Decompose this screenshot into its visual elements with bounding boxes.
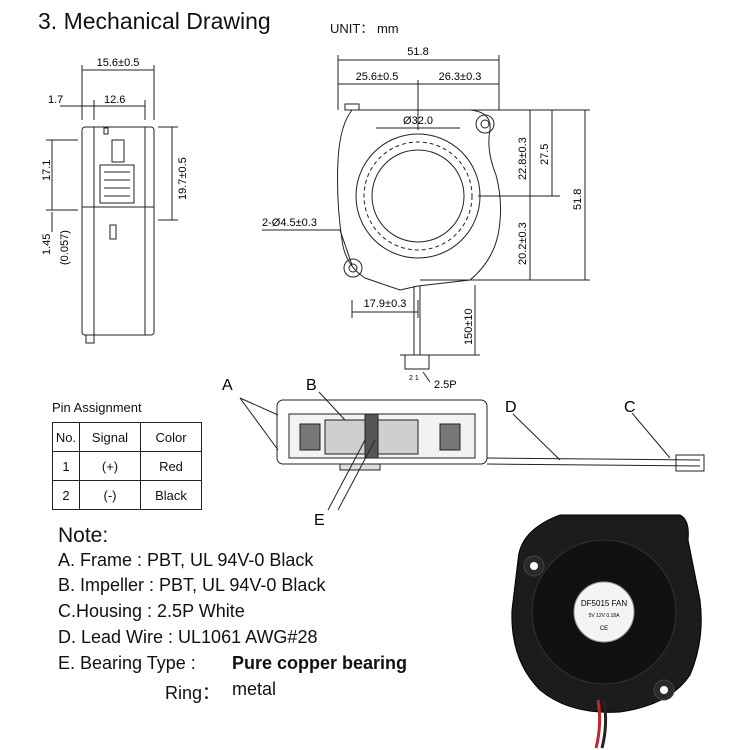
mount-hole-top [475,114,495,134]
label-b: B [306,377,317,394]
connector-label: 2.5P [434,379,457,391]
connector-2-5p [404,354,430,370]
fan-housing-outline [337,109,502,291]
note-frame: A. Frame : PBT, UL 94V-0 Black [58,550,314,570]
dim-side-top: 15.6±0.5 [97,57,140,69]
dim-v3: 51.8 [572,189,584,210]
label-e: E [314,512,325,529]
pin-assignment-table: No. Signal Color 1 (+) Red 2 (-) Black [52,422,202,510]
dim-width-right: 26.3±0.3 [439,71,482,83]
note-lead-wire: D. Lead Wire : UL1061 AWG#28 [58,627,318,647]
dim-side-left: 1.7 [48,94,63,106]
unit-label: UNIT： mm [330,21,399,36]
cell-no: 1 [52,451,80,481]
note-bearing-value: Pure copper bearing [232,653,408,673]
mount-hole-bottom [343,258,363,278]
note-housing: C.Housing : 2.5P White [58,601,245,621]
section-connector [675,454,705,472]
dim-side-mid: 12.6 [104,94,125,106]
section-frame [276,399,488,465]
dim-hole: 2-Ø4.5±0.3 [262,217,317,229]
dim-side-bottom-b: (0.057) [59,230,71,265]
section-view [239,391,705,511]
label-a: A [222,377,233,394]
dim-width-left: 25.6±0.5 [356,71,399,83]
cell-signal: (-) [79,480,141,510]
sticker-line3: CE [600,626,608,632]
front-view [262,55,590,383]
dim-side-height-b: 19.7±0.5 [177,157,189,200]
table-header-row: No. Signal Color [52,422,202,452]
table-row: 1 (+) Red [52,451,202,481]
side-view-slot [99,164,135,204]
header-color: Color [140,422,202,452]
header-no: No. [52,422,80,452]
dim-v2: 27.5 [539,144,551,165]
note-ring-label: Ring： [165,683,221,703]
note-impeller: B. Impeller : PBT, UL 94V-0 Black [58,575,326,595]
connector-pins: 2 1 [409,375,419,382]
dim-width-total: 51.8 [407,46,428,58]
cell-no: 2 [52,480,80,510]
note-ring-value: metal [232,679,277,699]
impeller-hub [371,149,465,243]
sticker-line2: 5V 12V 0.18A [589,613,621,619]
table-row: 2 (-) Black [52,480,202,510]
dim-side-bottom-a: 1.45 [41,234,53,255]
sticker-line1: DF5015 FAN [581,599,627,608]
note-title: Note: [58,524,109,547]
impeller-outer-circle [355,133,481,259]
label-c: C [624,399,636,416]
lead-wire [486,457,701,467]
dim-side-height-a: 17.1 [41,160,53,181]
black-wire [600,699,608,749]
cell-signal: (+) [79,451,141,481]
side-view [46,65,178,344]
label-d: D [505,399,517,416]
cell-color: Red [140,451,202,481]
dim-v4: 20.2±0.3 [517,222,529,265]
dim-h-bottom: 17.9±0.3 [364,298,407,310]
dim-diameter: Ø32.0 [403,115,433,127]
header-signal: Signal [79,422,141,452]
dim-v1: 22.8±0.3 [517,137,529,180]
cell-color: Black [140,480,202,510]
red-wire [594,699,602,749]
page-title: 3. Mechanical Drawing [38,8,271,34]
note-bearing-label: E. Bearing Type : [58,653,196,673]
pin-table-caption: Pin Assignment [52,400,142,415]
fan-photo [511,514,702,749]
dim-wire-length: 150±10 [463,308,475,345]
fan-sticker [573,581,635,643]
side-view-frame [81,126,155,336]
